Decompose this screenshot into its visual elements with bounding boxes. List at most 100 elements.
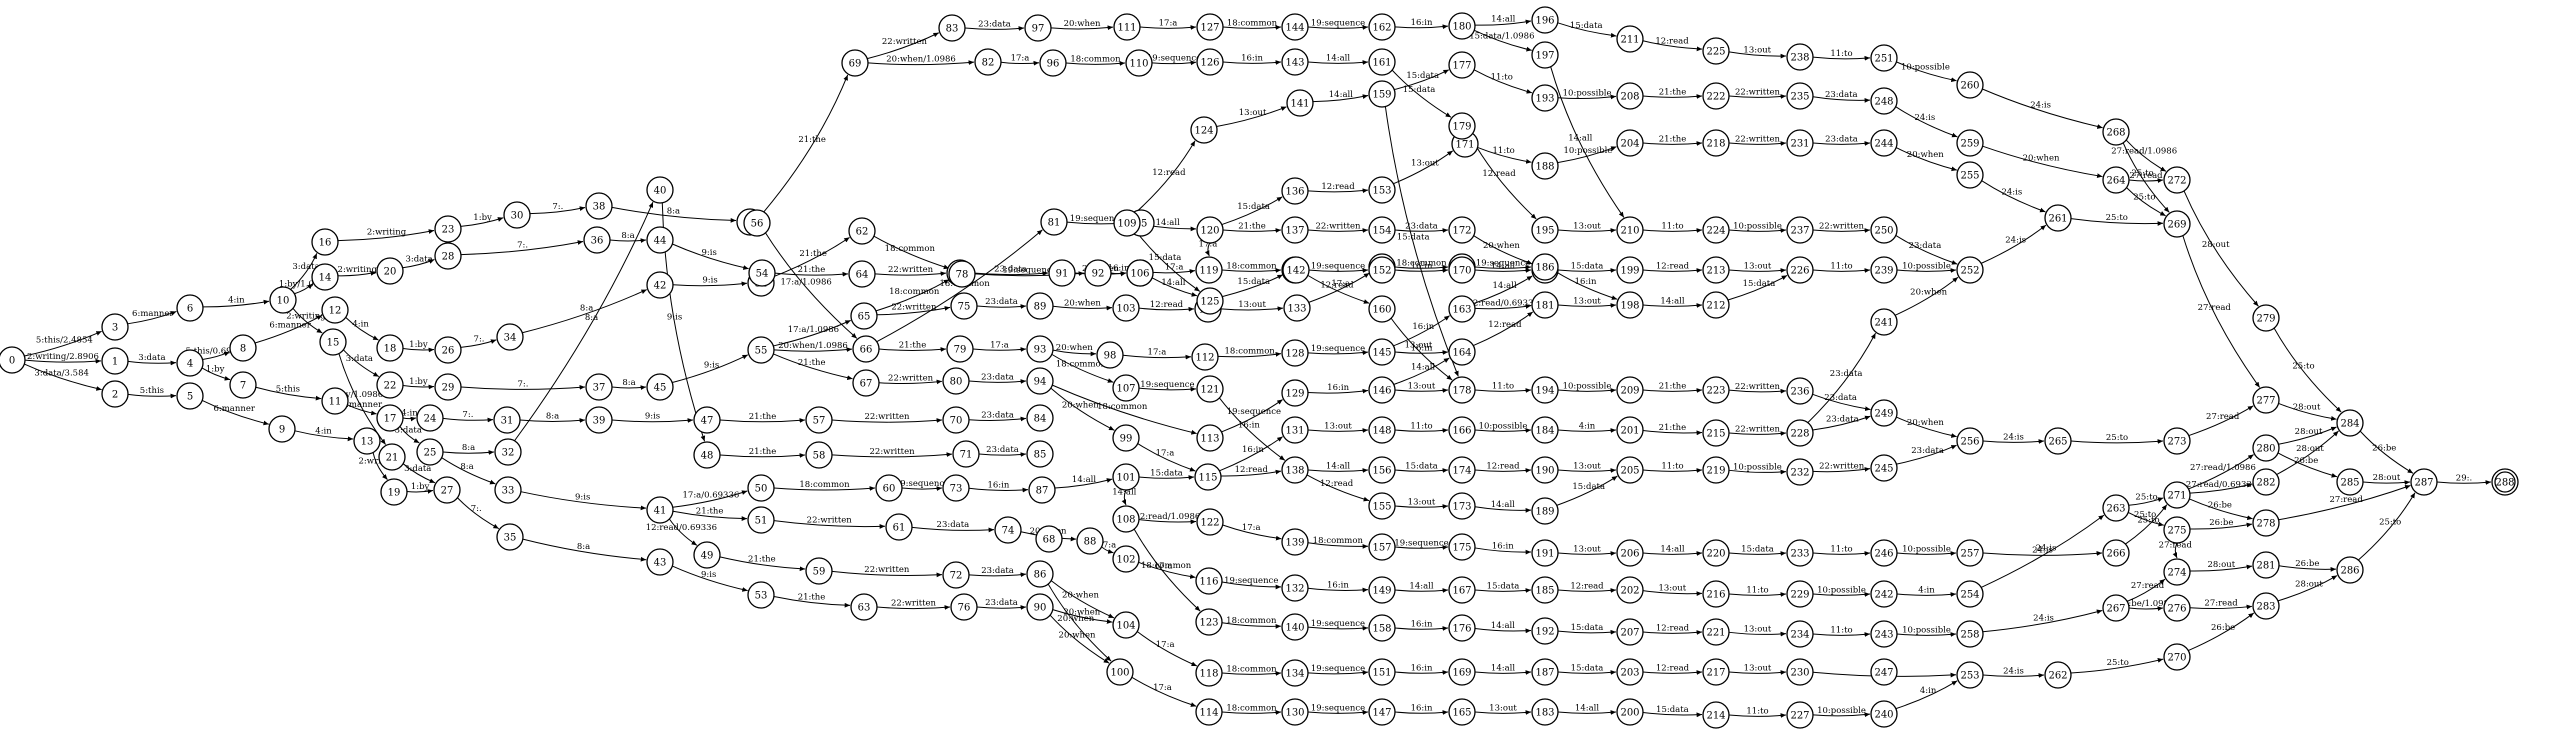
state-label: 184: [1535, 426, 1554, 437]
state-label: 104: [1116, 621, 1135, 632]
state-node: 177: [1449, 52, 1475, 78]
state-label: 40: [654, 186, 667, 197]
state-label: 130: [1285, 708, 1304, 719]
state-node: 268: [2103, 119, 2129, 145]
state-node: 243: [1871, 621, 1897, 647]
state-label: 10: [277, 296, 290, 307]
state-label: 21: [386, 453, 399, 464]
state-label: 217: [1706, 668, 1725, 679]
state-label: 216: [1706, 590, 1725, 601]
state-label: 156: [1372, 466, 1391, 477]
edge-label: 21:the: [748, 555, 776, 565]
edge-label: 12:read: [1150, 300, 1184, 310]
state-node: 89: [1027, 293, 1053, 319]
state-node: 125: [1197, 288, 1223, 314]
state-node: 43: [647, 549, 673, 575]
state-label: 144: [1285, 23, 1304, 34]
state-node: 116: [1196, 568, 1222, 594]
state-node: 138: [1282, 457, 1308, 483]
state-node: 101: [1113, 464, 1139, 490]
edge-label: 13:out: [1573, 544, 1601, 554]
state-node: 19: [381, 479, 407, 505]
state-node: 1: [102, 348, 128, 374]
edge-label: 14:all: [1329, 90, 1353, 100]
state-label: 198: [1620, 301, 1639, 312]
edge-label: 8:a: [580, 304, 593, 314]
state-node: 114: [1196, 699, 1222, 725]
edge-label: 29:.: [2456, 473, 2472, 483]
state-node: 286: [2337, 557, 2363, 583]
edge-label: 26:be: [2209, 518, 2233, 528]
state-node: 140: [1282, 614, 1308, 640]
state-node: 120: [1197, 217, 1223, 243]
edge-label: 8:a: [577, 542, 590, 552]
state-label: 106: [1130, 269, 1149, 280]
state-label: 73: [950, 484, 963, 495]
edge-label: 27:read/0.69336: [2186, 480, 2257, 490]
state-label: 268: [2106, 128, 2125, 139]
state-label: 127: [1200, 23, 1219, 34]
edge-label: 12:read: [1486, 461, 1520, 471]
edge-label: 22:written: [864, 565, 910, 575]
state-label: 187: [1535, 668, 1554, 679]
state-node: 271: [2164, 482, 2190, 508]
edge-label: 10:possible: [1563, 88, 1612, 98]
state-node: 254: [1957, 581, 1983, 607]
state-node: 273: [2164, 428, 2190, 454]
edge-label: 27:read: [2204, 598, 2238, 608]
edge-label: 9:is: [575, 492, 590, 502]
state-label: 115: [1198, 473, 1217, 484]
state-label: 247: [1874, 668, 1893, 679]
state-label: 186: [1535, 263, 1554, 274]
edge-label: 19:sequence: [1311, 619, 1365, 629]
state-label: 146: [1372, 386, 1391, 397]
edge-label: 21:the: [1659, 134, 1687, 144]
edge-label: 15:data: [1571, 663, 1604, 673]
state-label: 194: [1535, 386, 1554, 397]
state-label: 158: [1372, 624, 1391, 635]
state-node: 247: [1871, 659, 1897, 685]
state-label: 44: [654, 236, 667, 247]
state-label: 141: [1290, 99, 1309, 110]
edge-label: 13:out: [1573, 221, 1601, 231]
edge-label: 21:the: [899, 341, 927, 351]
state-node: 272: [2164, 167, 2190, 193]
state-label: 49: [701, 551, 714, 562]
edge-label: 24:is: [1914, 113, 1935, 123]
edge-label: 25:to: [2292, 361, 2314, 371]
edge-label: 15:data: [1150, 468, 1183, 478]
state-node: 66: [853, 336, 879, 362]
state-node: 251: [1871, 45, 1897, 71]
state-label: 116: [1199, 577, 1218, 588]
state-node: 27: [434, 477, 460, 503]
state-node: 220: [1703, 540, 1729, 566]
state-label: 163: [1452, 305, 1471, 316]
edge-label: 20:when: [1064, 19, 1101, 29]
edge-label: 19:sequence: [1147, 54, 1201, 64]
edge-label: 28:out: [2373, 473, 2401, 483]
state-label: 32: [502, 448, 515, 459]
state-node: 136: [1282, 178, 1308, 204]
edge-label: 12:read: [1482, 169, 1516, 179]
edge-label: 5:this: [140, 386, 164, 396]
edge-label: 10:possible: [1817, 585, 1866, 595]
edge-label: 11:to: [1491, 73, 1513, 83]
state-node: 282: [2253, 469, 2279, 495]
state-label: 283: [2256, 602, 2275, 613]
state-label: 185: [1535, 586, 1554, 597]
edge-label: 13:out: [1411, 159, 1439, 169]
state-label: 264: [2106, 176, 2125, 187]
state-label: 267: [2106, 604, 2125, 615]
state-node: 187: [1532, 659, 1558, 685]
state-label: 47: [701, 416, 714, 427]
state-label: 270: [2167, 653, 2186, 664]
state-node: 166: [1449, 417, 1475, 443]
state-label: 154: [1372, 226, 1391, 237]
edge-label: 17:a/1.0986: [788, 325, 839, 335]
state-label: 260: [1960, 81, 1979, 92]
state-label: 220: [1706, 549, 1725, 560]
edge-label: 15:data: [1403, 85, 1436, 95]
state-node: 38: [586, 193, 612, 219]
state-label: 85: [1034, 450, 1047, 461]
